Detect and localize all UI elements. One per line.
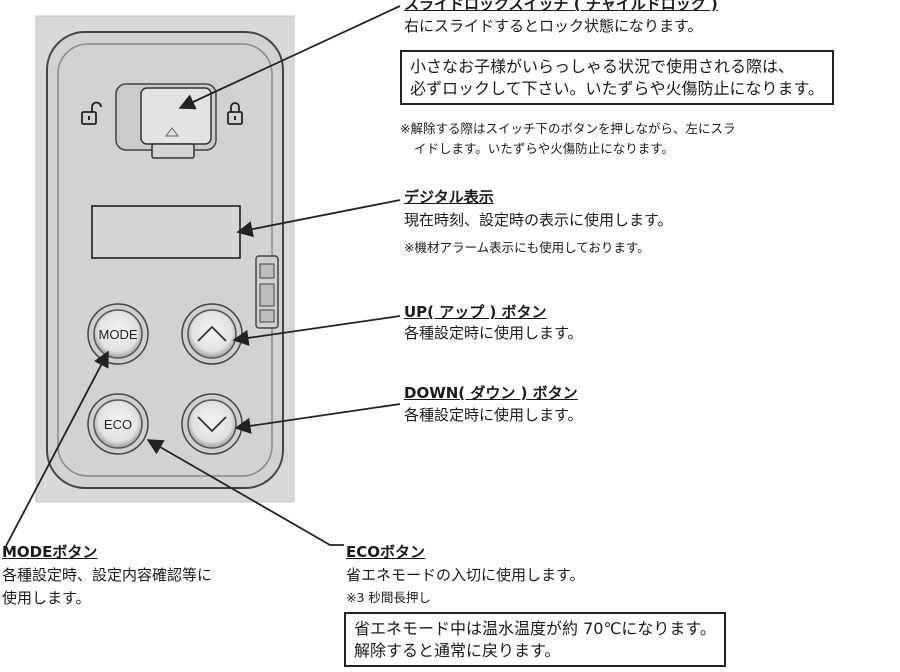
mode-button-desc-line1: 各種設定時、設定内容確認等に	[2, 566, 213, 584]
down-button[interactable]	[181, 393, 243, 455]
digital-display-desc: 現在時刻、設定時の表示に使用します。	[404, 211, 673, 229]
slide-lock-desc: 右にスライドするとロック状態になります。	[404, 17, 703, 35]
digital-display-note: ※機材アラーム表示にも使用しております。	[404, 240, 650, 255]
mode-button[interactable]: MODE	[87, 303, 149, 365]
up-button[interactable]	[181, 303, 243, 365]
slide-lock-note-line2: イドします。いたずらや火傷防止になります。	[414, 141, 675, 156]
eco-info-line2: 解除すると通常に戻ります。	[354, 640, 561, 660]
leader-down-button	[234, 403, 401, 434]
eco-info-box: 省エネモード中は温水温度が約 70℃になります。 解除すると通常に戻ります。	[344, 612, 726, 668]
eco-button-note: ※3 秒間長押し	[346, 590, 431, 605]
digital-display	[91, 205, 241, 259]
slide-lock-title: スライドロックスイッチ ( チャイルドロック )	[404, 0, 718, 13]
lock-icon	[227, 102, 243, 125]
mode-button-title: MODEボタン	[2, 543, 98, 561]
leader-mode-button	[5, 350, 109, 547]
leader-slide-lock	[178, 5, 401, 110]
panel-body	[46, 31, 284, 489]
down-button-desc: 各種設定時に使用します。	[404, 406, 583, 424]
down-button-title: DOWN( ダウン ) ボタン	[404, 384, 578, 402]
chevron-down-icon	[197, 416, 227, 433]
eco-info-line1: 省エネモード中は温水温度が約 70℃になります。	[354, 619, 716, 638]
up-button-desc: 各種設定時に使用します。	[404, 324, 583, 342]
slide-lock-warning-box: 小さなお子様がいらっしゃる状況で使用される際は、 必ずロックして下さい。いたずら…	[400, 50, 834, 106]
eco-button-title: ECOボタン	[346, 543, 426, 561]
slide-lock-note-line1: ※解除する際はスイッチ下のボタンを押しながら、左にスラ	[400, 121, 736, 136]
leader-up-button	[232, 315, 401, 346]
slide-lock-warning-line1: 小さなお子様がいらっしゃる状況で使用される際は、	[410, 57, 795, 76]
eco-button[interactable]: ECO	[87, 393, 149, 455]
unlock-icon	[81, 101, 102, 125]
slide-lock-warning-line2: 必ずロックして下さい。いたずらや火傷防止になります。	[410, 78, 824, 98]
up-button-title: UP( アップ ) ボタン	[404, 303, 547, 321]
digital-display-title: デジタル表示	[404, 188, 494, 206]
mode-button-label: MODE	[99, 327, 138, 342]
chevron-up-icon	[197, 325, 227, 342]
leader-eco-button	[146, 439, 344, 546]
eco-button-desc: 省エネモードの入切に使用します。	[346, 566, 585, 584]
leader-digital-display	[236, 199, 401, 238]
eco-button-label: ECO	[104, 417, 132, 432]
slide-lock-switch[interactable]	[115, 83, 217, 159]
side-tab	[255, 255, 279, 329]
mode-button-desc-line2: 使用します。	[2, 589, 91, 607]
